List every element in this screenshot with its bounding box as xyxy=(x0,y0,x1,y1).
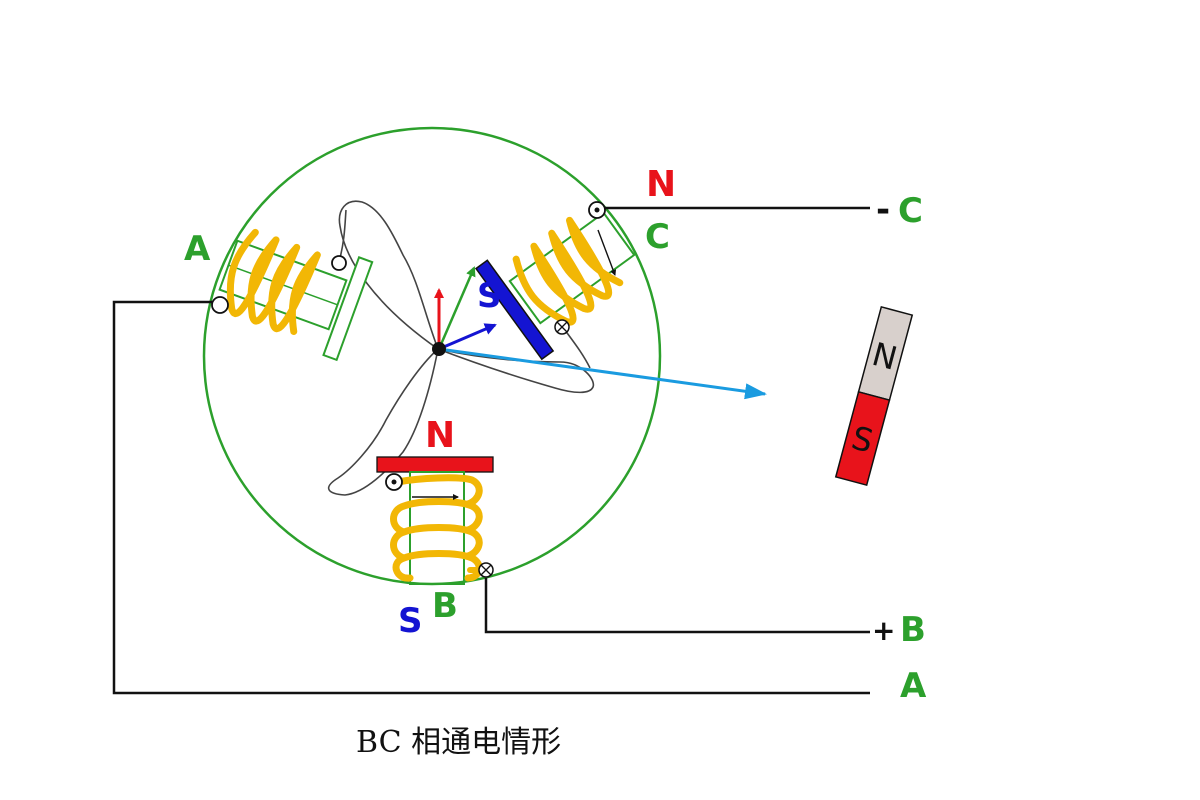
coil-c-terminal-cross xyxy=(554,319,570,335)
coil-b-label: B xyxy=(432,586,458,626)
coil-c-pole-label: N xyxy=(646,164,676,205)
coil-c-pole-plate xyxy=(474,259,555,361)
vector-green xyxy=(437,266,476,350)
wire-a xyxy=(112,300,870,695)
coil-a-pole-plate xyxy=(322,256,374,362)
terminal-b-sign: + xyxy=(872,614,895,647)
coil-c-plate-pole-label: S xyxy=(477,276,502,316)
terminal-c-label: C xyxy=(898,191,923,231)
coil-a-winding xyxy=(226,228,321,335)
coil-b-terminal-dot-center xyxy=(391,479,397,485)
rotor-outline xyxy=(327,200,595,496)
coil-c xyxy=(474,211,636,361)
coil-a-terminal-outer xyxy=(211,296,229,314)
coil-c-current-arrow xyxy=(597,229,617,276)
coil-c-terminal-dot-center xyxy=(594,207,600,213)
wire-b xyxy=(484,578,870,634)
coil-b-pole-label: S xyxy=(398,601,423,641)
vector-resultant xyxy=(438,347,767,400)
stator-ring xyxy=(202,126,662,586)
coil-c-label: C xyxy=(645,217,670,257)
coil-b-pole-plate xyxy=(376,456,494,473)
vector-blue xyxy=(438,323,497,351)
coil-b-plate-pole-label: N xyxy=(425,415,455,456)
bar-magnet-s-half xyxy=(834,390,891,487)
coil-a-terminal-open xyxy=(331,255,347,271)
terminal-a-label: A xyxy=(900,666,927,706)
coil-a-label: A xyxy=(184,229,211,269)
rotor-center xyxy=(432,342,446,356)
terminal-b-label: B xyxy=(900,610,926,650)
coil-b-terminal-cross xyxy=(478,562,494,578)
terminal-c-sign: - xyxy=(876,190,890,230)
coil-b-winding xyxy=(390,474,483,582)
diagram-caption: BC 相通电情形 xyxy=(356,725,561,760)
coil-c-winding xyxy=(512,216,624,326)
coil-a xyxy=(218,228,374,362)
bar-magnet: N S xyxy=(834,305,914,487)
